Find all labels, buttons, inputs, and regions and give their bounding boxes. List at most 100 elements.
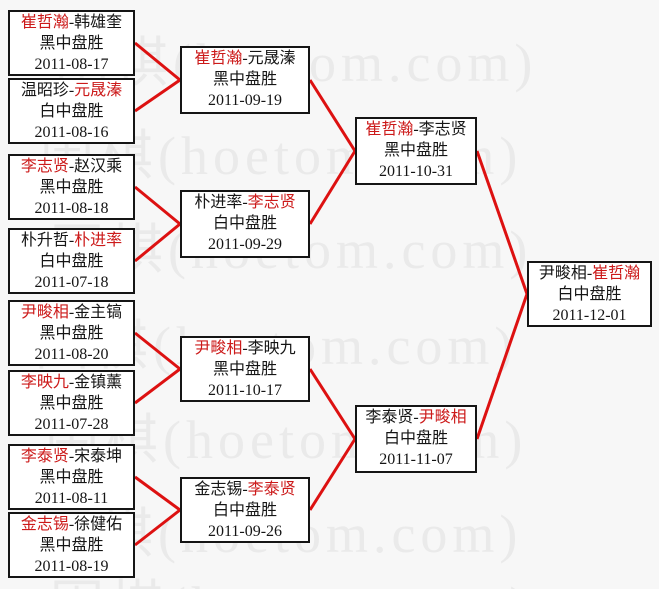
- player2-name: 宋泰坤: [74, 448, 123, 465]
- match-result: 黑中盘胜: [383, 142, 448, 159]
- players-separator: -: [68, 158, 75, 175]
- player1-name: 金志锡: [20, 516, 69, 533]
- bracket-line: [134, 222, 181, 263]
- match-box: 崔哲瀚-韩雄奎 黑中盘胜 2011-08-17: [8, 10, 135, 76]
- bracket-line: [134, 367, 181, 405]
- match-box: 崔哲瀚-元晟溱 黑中盘胜 2011-09-19: [180, 46, 310, 114]
- match-date: 2011-08-19: [34, 558, 109, 575]
- bracket-line: [475, 150, 529, 295]
- match-box: 尹畯相-金主镐 黑中盘胜 2011-08-20: [8, 300, 135, 366]
- match-box: 尹畯相-崔哲瀚 白中盘胜 2011-12-01: [527, 261, 652, 327]
- player1-name: 崔哲瀚: [194, 50, 243, 67]
- bracket-line: [134, 41, 181, 82]
- match-result: 黑中盘胜: [39, 179, 104, 196]
- match-players: 金志锡-徐健佑: [10, 514, 133, 535]
- match-players: 朴进率-李志贤: [182, 192, 308, 213]
- match-players: 李泰贤-尹畯相: [357, 407, 475, 428]
- player1-name: 金志锡: [194, 481, 243, 498]
- bracket-line: [134, 185, 181, 226]
- match-result: 黑中盘胜: [212, 361, 277, 378]
- bracket-line: [134, 78, 181, 113]
- match-result: 黑中盘胜: [39, 395, 104, 412]
- players-separator: -: [413, 121, 419, 138]
- player2-name: 元晟溱: [247, 50, 296, 67]
- players-separator: -: [68, 374, 75, 391]
- match-date: 2011-10-31: [378, 163, 454, 180]
- player1-name: 李志贤: [20, 158, 69, 175]
- match-result: 黑中盘胜: [39, 537, 104, 554]
- match-result: 白中盘胜: [39, 103, 104, 120]
- player1-name: 尹畯相: [194, 340, 243, 357]
- match-players: 金志锡-李泰贤: [182, 479, 308, 500]
- bracket-line: [475, 293, 529, 440]
- bracket-line: [134, 508, 181, 547]
- match-box: 李泰贤-尹畯相 白中盘胜 2011-11-07: [355, 405, 477, 473]
- player2-name: 徐健佑: [74, 516, 123, 533]
- bracket-line: [308, 79, 357, 152]
- match-date: 2011-08-17: [34, 56, 109, 73]
- match-box: 李泰贤-宋泰坤 黑中盘胜 2011-08-11: [8, 444, 135, 510]
- player1-name: 崔哲瀚: [20, 14, 69, 31]
- match-result: 白中盘胜: [212, 215, 277, 232]
- player2-name: 金主镐: [74, 304, 123, 321]
- players-separator: -: [68, 516, 75, 533]
- match-result: 白中盘胜: [212, 502, 277, 519]
- match-box: 金志锡-徐健佑 黑中盘胜 2011-08-19: [8, 512, 135, 578]
- player2-name: 李志贤: [418, 121, 467, 138]
- match-players: 尹畯相-李映九: [182, 338, 308, 359]
- match-result: 白中盘胜: [39, 253, 104, 270]
- players-separator: -: [68, 14, 75, 31]
- player1-name: 温昭珍: [20, 82, 69, 99]
- players-separator: -: [242, 481, 248, 498]
- player2-name: 崔哲瀚: [592, 265, 641, 282]
- match-date: 2011-08-11: [34, 490, 109, 507]
- players-separator: -: [68, 82, 75, 99]
- player2-name: 朴进率: [74, 232, 123, 249]
- player1-name: 朴升哲: [20, 232, 69, 249]
- match-box: 朴升哲-朴进率 白中盘胜 2011-07-18: [8, 228, 135, 294]
- match-box: 李志贤-赵汉乘 黑中盘胜 2011-08-18: [8, 154, 135, 220]
- players-separator: -: [68, 232, 75, 249]
- match-result: 黑中盘胜: [39, 325, 104, 342]
- players-separator: -: [242, 194, 248, 211]
- match-players: 崔哲瀚-李志贤: [357, 119, 475, 140]
- match-date: 2011-10-17: [207, 382, 283, 399]
- player2-name: 元晟溱: [74, 82, 123, 99]
- match-date: 2011-11-07: [379, 451, 453, 468]
- match-box: 金志锡-李泰贤 白中盘胜 2011-09-26: [180, 477, 310, 543]
- player1-name: 李泰贤: [20, 448, 69, 465]
- match-result: 白中盘胜: [383, 430, 448, 447]
- match-date: 2011-07-28: [34, 416, 109, 433]
- player1-name: 李映九: [20, 374, 69, 391]
- match-result: 白中盘胜: [557, 286, 622, 303]
- player2-name: 韩雄奎: [74, 14, 123, 31]
- match-date: 2011-08-18: [34, 200, 109, 217]
- match-players: 温昭珍-元晟溱: [10, 80, 133, 101]
- bracket-line: [308, 150, 357, 225]
- player2-name: 李泰贤: [247, 481, 296, 498]
- match-players: 崔哲瀚-韩雄奎: [10, 12, 133, 33]
- players-separator: -: [242, 340, 248, 357]
- match-date: 2011-08-16: [34, 124, 109, 141]
- player2-name: 李志贤: [247, 194, 296, 211]
- player1-name: 尹畯相: [20, 304, 69, 321]
- match-box: 温昭珍-元晟溱 白中盘胜 2011-08-16: [8, 78, 135, 144]
- player1-name: 朴进率: [194, 194, 243, 211]
- bracket-line: [308, 438, 357, 511]
- players-separator: -: [413, 409, 419, 426]
- match-date: 2011-09-29: [207, 236, 283, 253]
- players-separator: -: [586, 265, 593, 282]
- match-players: 朴升哲-朴进率: [10, 230, 133, 251]
- match-players: 尹畯相-金主镐: [10, 302, 133, 323]
- match-box: 崔哲瀚-李志贤 黑中盘胜 2011-10-31: [355, 117, 477, 185]
- watermark-text: 围棋(hoetom.com): [50, 578, 532, 589]
- match-date: 2011-09-26: [207, 523, 283, 540]
- player2-name: 李映九: [247, 340, 296, 357]
- match-box: 李映九-金镇薰 黑中盘胜 2011-07-28: [8, 370, 135, 436]
- player2-name: 尹畯相: [418, 409, 467, 426]
- bracket-line: [134, 475, 181, 512]
- match-players: 尹畯相-崔哲瀚: [529, 263, 650, 284]
- bracket-line: [134, 331, 181, 371]
